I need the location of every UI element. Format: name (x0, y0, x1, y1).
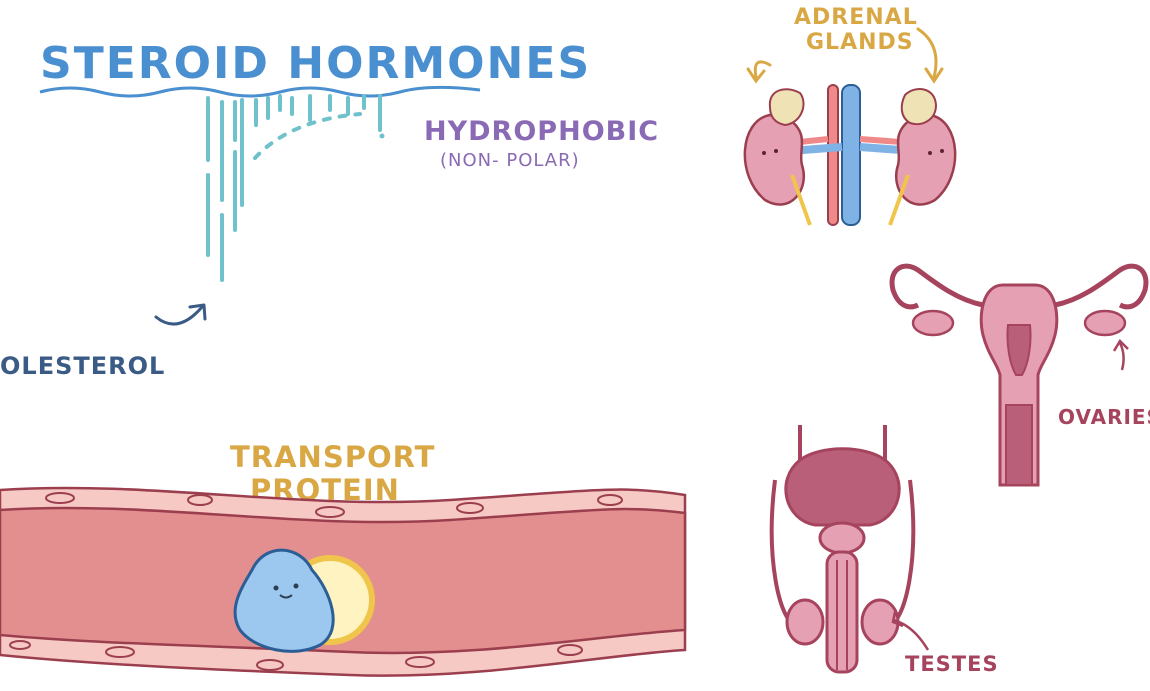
water-drip-illustration (39, 85, 481, 282)
ovaries-label: OVARIES (1058, 405, 1150, 429)
page-title: STEROID HORMONES (40, 38, 592, 89)
hydrophobic-label: HYDROPHOBIC (424, 116, 660, 147)
testes-label: TESTES (905, 652, 999, 676)
adrenal-glands-illustration (743, 27, 957, 226)
transport-label-line1: TRANSPORT (230, 440, 436, 474)
testes-illustration (769, 425, 930, 674)
cholesterol-label: OLESTEROL (0, 352, 166, 380)
cholesterol-arrow (154, 303, 207, 326)
adrenal-label-line2: GLANDS (806, 30, 914, 55)
non-polar-label: (NON- POLAR) (440, 150, 580, 171)
adrenal-label-line1: ADRENAL (794, 5, 918, 30)
ovaries-illustration (889, 263, 1149, 487)
blood-vessel-illustration (0, 486, 687, 677)
